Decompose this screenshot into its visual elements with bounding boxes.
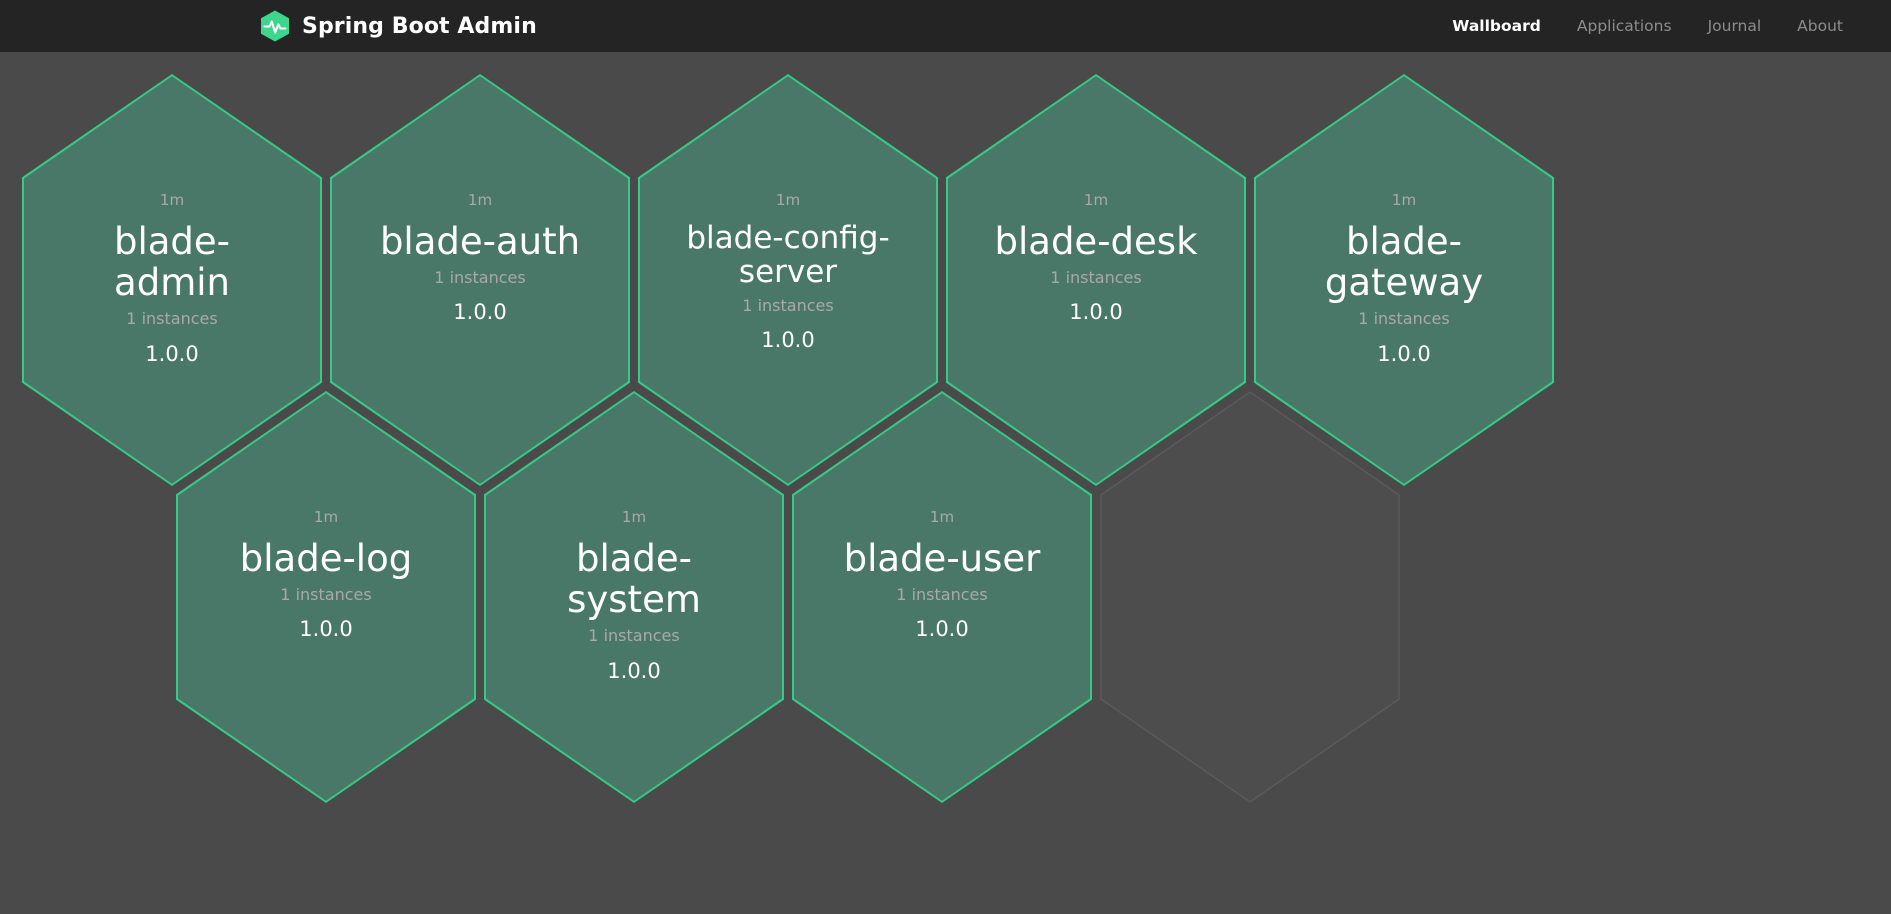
nav-link-about[interactable]: About	[1797, 17, 1843, 35]
hex-version: 1.0.0	[299, 617, 353, 642]
hex-version: 1.0.0	[1377, 341, 1431, 366]
hex-instance-count: 1 instances	[1358, 309, 1450, 329]
hex-version: 1.0.0	[1069, 300, 1123, 325]
hex-status-duration: 1m	[313, 508, 339, 526]
application-hexagon[interactable]: 1m blade-auth 1 instances 1.0.0	[330, 74, 630, 486]
hex-application-name: blade-log	[239, 536, 413, 580]
hex-instance-count: 1 instances	[126, 309, 218, 329]
hex-instance-count: 1 instances	[588, 626, 680, 646]
hex-application-name: blade-auth	[379, 219, 581, 263]
application-hexagon[interactable]: 1m blade-config-server 1 instances 1.0.0	[638, 74, 938, 486]
hex-status-duration: 1m	[775, 191, 801, 209]
brand-title: Spring Boot Admin	[302, 13, 537, 39]
hex-application-name: blade-config-server	[686, 219, 890, 291]
empty-hexagon-slot	[1100, 391, 1400, 803]
nav-link-applications[interactable]: Applications	[1576, 17, 1672, 35]
application-hexagon[interactable]: 1m blade-system 1 instances 1.0.0	[484, 391, 784, 803]
hex-status-duration: 1m	[1391, 191, 1417, 209]
hex-status-duration: 1m	[929, 508, 955, 526]
hex-application-name: blade-gateway	[1324, 219, 1484, 304]
hex-version: 1.0.0	[145, 341, 199, 366]
hex-status-duration: 1m	[159, 191, 185, 209]
brand-logo-link[interactable]: Spring Boot Admin	[258, 9, 537, 43]
hex-content: 1m blade-config-server 1 instances 1.0.0	[638, 74, 938, 352]
application-hexagon[interactable]: 1m blade-admin 1 instances 1.0.0	[22, 74, 322, 486]
hex-application-name: blade-admin	[113, 219, 231, 304]
wallboard-grid: 1m blade-admin 1 instances 1.0.0 1m blade-aut…	[0, 52, 1891, 914]
hex-status-duration: 1m	[621, 508, 647, 526]
hex-content: 1m blade-auth 1 instances 1.0.0	[330, 74, 630, 324]
heartbeat-hexagon-icon	[258, 9, 292, 43]
application-hexagon[interactable]: 1m blade-gateway 1 instances 1.0.0	[1254, 74, 1554, 486]
nav-link-journal[interactable]: Journal	[1707, 17, 1762, 35]
hex-instance-count: 1 instances	[280, 584, 372, 604]
hex-instance-count: 1 instances	[896, 584, 988, 604]
application-hexagon[interactable]: 1m blade-log 1 instances 1.0.0	[176, 391, 476, 803]
hex-application-name: blade-desk	[994, 219, 1198, 263]
hex-version: 1.0.0	[915, 617, 969, 642]
hex-application-name: blade-user	[843, 536, 1041, 580]
hex-version: 1.0.0	[607, 658, 661, 683]
hex-version: 1.0.0	[453, 300, 507, 325]
hex-status-duration: 1m	[1083, 191, 1109, 209]
hex-content: 1m blade-admin 1 instances 1.0.0	[22, 74, 322, 366]
hex-content: 1m blade-desk 1 instances 1.0.0	[946, 74, 1246, 324]
hex-content: 1m blade-gateway 1 instances 1.0.0	[1254, 74, 1554, 366]
hex-instance-count: 1 instances	[1050, 267, 1142, 287]
empty-hex-background	[1100, 391, 1400, 803]
nav-link-wallboard[interactable]: Wallboard	[1452, 17, 1541, 35]
app-header: Spring Boot Admin Wallboard Applications…	[0, 0, 1891, 52]
hex-version: 1.0.0	[761, 328, 815, 353]
hex-instance-count: 1 instances	[742, 295, 834, 315]
application-hexagon[interactable]: 1m blade-desk 1 instances 1.0.0	[946, 74, 1246, 486]
application-hexagon[interactable]: 1m blade-user 1 instances 1.0.0	[792, 391, 1092, 803]
primary-nav: Wallboard Applications Journal About	[1452, 17, 1843, 35]
hex-instance-count: 1 instances	[434, 267, 526, 287]
hex-status-duration: 1m	[467, 191, 493, 209]
hex-application-name: blade-system	[567, 536, 701, 621]
